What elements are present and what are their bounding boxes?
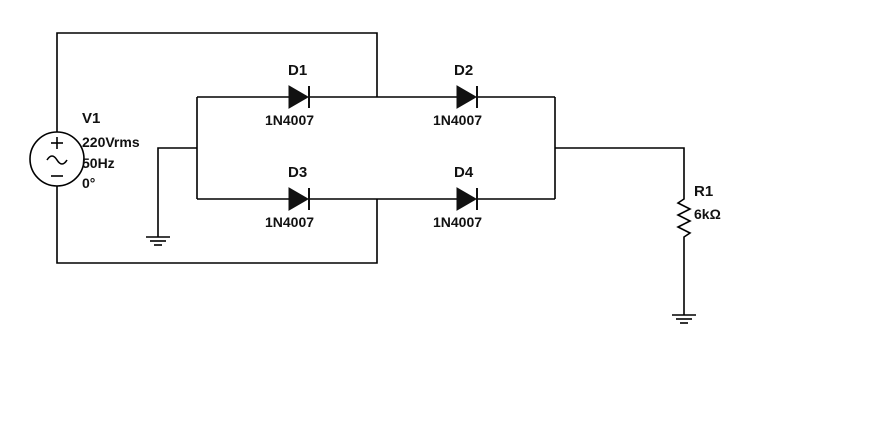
diode-d4-icon xyxy=(456,187,477,211)
d3-part-label: 1N4007 xyxy=(265,214,314,230)
diode-d2-icon xyxy=(456,85,477,109)
r1-name-label: R1 xyxy=(694,183,713,200)
v1-voltage-label: 220Vrms xyxy=(82,134,140,150)
wire-ground-left[interactable] xyxy=(157,147,197,237)
d2-part-label: 1N4007 xyxy=(433,112,482,128)
v1-phase-label: 0° xyxy=(82,175,95,191)
resistor-icon xyxy=(676,195,692,240)
wires xyxy=(56,32,685,315)
diode-d3-icon xyxy=(288,187,309,211)
voltage-source-v1[interactable] xyxy=(29,131,85,187)
d2-name-label: D2 xyxy=(454,62,473,79)
wire-v1-top[interactable] xyxy=(56,32,378,132)
d1-part-label: 1N4007 xyxy=(265,112,314,128)
d4-part-label: 1N4007 xyxy=(433,214,482,230)
d1-name-label: D1 xyxy=(288,62,307,79)
diode-d1-icon xyxy=(288,85,309,109)
d4-name-label: D4 xyxy=(454,164,474,181)
diode-d3[interactable] xyxy=(288,187,310,211)
ground-symbol-right xyxy=(672,314,696,324)
wire-v1-bottom[interactable] xyxy=(56,186,378,264)
diode-d2[interactable] xyxy=(456,85,478,109)
wire-to-r1[interactable] xyxy=(555,147,685,195)
diode-d1[interactable] xyxy=(288,85,310,109)
d3-name-label: D3 xyxy=(288,164,307,181)
v1-name-label: V1 xyxy=(82,110,100,127)
v1-frequency-label: 50Hz xyxy=(82,155,115,171)
r1-value-label: 6kΩ xyxy=(694,206,721,222)
ground-symbol-left xyxy=(146,236,170,246)
resistor-r1[interactable] xyxy=(676,195,692,240)
diode-d4[interactable] xyxy=(456,187,478,211)
